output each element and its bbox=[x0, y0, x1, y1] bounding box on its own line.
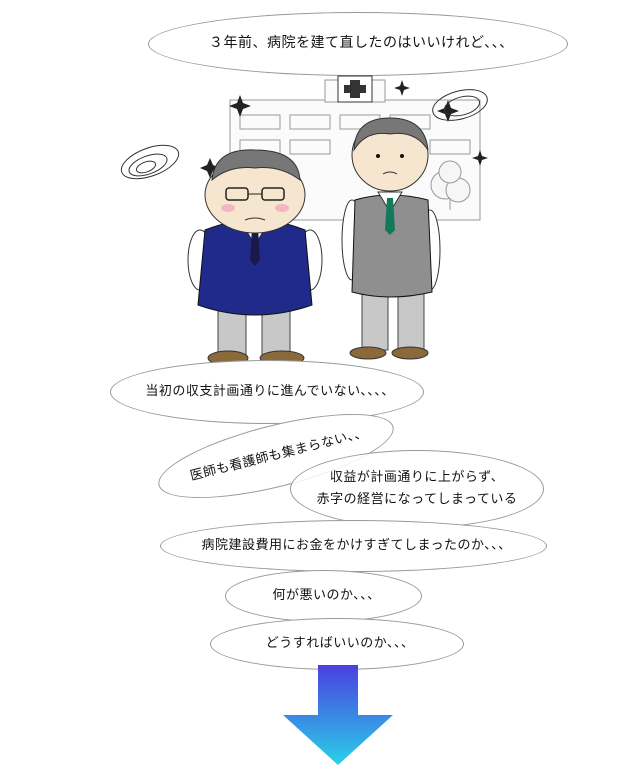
right-man-figure bbox=[341, 117, 441, 360]
thought-bubble-construction-cost: 病院建設費用にお金をかけすぎてしまったのか､､､ bbox=[160, 520, 547, 572]
bubble-what-to-do-text: どうすればいいのか､､､ bbox=[265, 635, 409, 651]
thought-bubble-budget: 当初の収支計画通りに進んでいない､､､､ bbox=[110, 360, 424, 424]
two-men-in-front-of-hospital-illustration bbox=[120, 75, 488, 366]
thought-bubble-revenue: 収益が計画通りに上がらず、 赤字の経営になってしまっている bbox=[290, 450, 544, 528]
swirl-icon bbox=[120, 89, 488, 180]
sparkle-icon bbox=[200, 80, 488, 178]
bubble-construction-cost-text: 病院建設費用にお金をかけすぎてしまったのか､､､ bbox=[201, 537, 506, 553]
thought-bubble-what-to-do: どうすればいいのか､､､ bbox=[210, 618, 464, 670]
top-thought-text: ３年前、病院を建て直したのはいいけれど､､､ bbox=[209, 35, 507, 52]
bubble-budget-text: 当初の収支計画通りに進んでいない､､､､ bbox=[145, 383, 389, 399]
red-cross-icon bbox=[337, 75, 373, 103]
down-arrow-icon bbox=[283, 665, 393, 765]
tree-icon bbox=[430, 160, 471, 210]
bubble-revenue-text: 収益が計画通りに上がらず、 赤字の経営になってしまっている bbox=[316, 469, 518, 507]
bubble-what-wrong-text: 何が悪いのか､､､ bbox=[272, 587, 375, 603]
top-thought-bubble: ３年前、病院を建て直したのはいいけれど､､､ bbox=[148, 12, 568, 76]
thought-bubble-what-wrong: 何が悪いのか､､､ bbox=[225, 570, 422, 622]
left-man-figure bbox=[187, 149, 323, 366]
